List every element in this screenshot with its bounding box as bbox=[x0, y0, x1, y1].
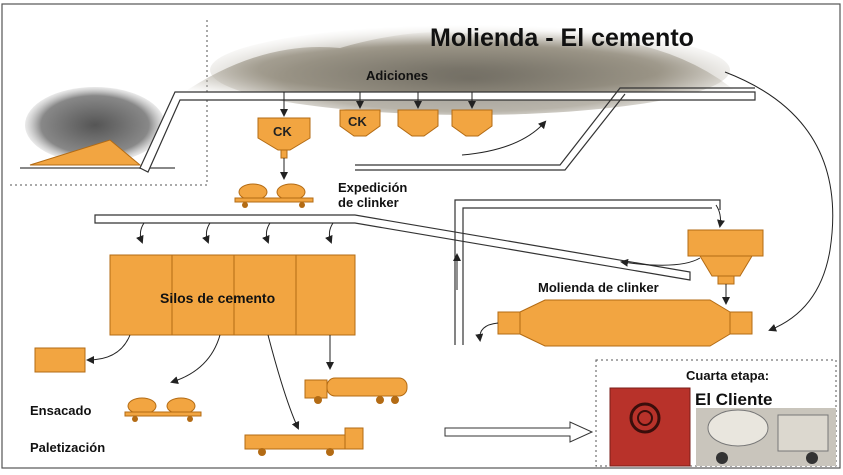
separator-hopper bbox=[687, 229, 764, 285]
cement-bag-photo bbox=[609, 387, 691, 467]
bagging-wagon bbox=[124, 397, 202, 422]
diagram-title: Molienda - El cemento bbox=[430, 24, 694, 52]
bag-stack bbox=[34, 347, 86, 373]
label-ck-1: CK bbox=[273, 124, 292, 139]
outer-frame bbox=[1, 3, 841, 469]
label-adiciones: Adiciones bbox=[366, 68, 429, 83]
arrow-return bbox=[461, 120, 547, 156]
clinker-wagon bbox=[234, 183, 314, 208]
label-molienda-clinker: Molienda de clinker bbox=[538, 280, 659, 295]
arrow-to-client bbox=[444, 421, 594, 443]
label-ensacado: Ensacado bbox=[30, 403, 92, 418]
label-cuarta-etapa: Cuarta etapa: bbox=[686, 368, 770, 383]
tanker-truck bbox=[304, 377, 408, 404]
cement-silos bbox=[109, 254, 356, 336]
clinker-ball-mill bbox=[497, 299, 753, 347]
flatbed-truck bbox=[244, 427, 364, 456]
hopper-ck-1 bbox=[257, 117, 311, 159]
cement-mixer-truck-photo bbox=[696, 408, 836, 466]
hopper-ck-2 bbox=[339, 109, 381, 137]
arrow-curve-right bbox=[724, 71, 834, 332]
clinker-pile bbox=[29, 139, 142, 166]
hopper-3 bbox=[397, 109, 439, 137]
label-paletizacion: Paletización bbox=[30, 440, 106, 455]
smoke-cloud bbox=[25, 87, 165, 163]
label-de-clinker: de clinker bbox=[338, 195, 399, 210]
label-silos: Silos de cemento bbox=[160, 290, 276, 306]
hopper-4 bbox=[451, 109, 493, 137]
label-expedicion: Expedición bbox=[338, 180, 408, 195]
label-ck-2: CK bbox=[348, 114, 367, 129]
label-el-cliente: El Cliente bbox=[695, 390, 773, 409]
distribution-conveyor bbox=[94, 214, 691, 281]
feed-conveyor bbox=[139, 91, 756, 173]
